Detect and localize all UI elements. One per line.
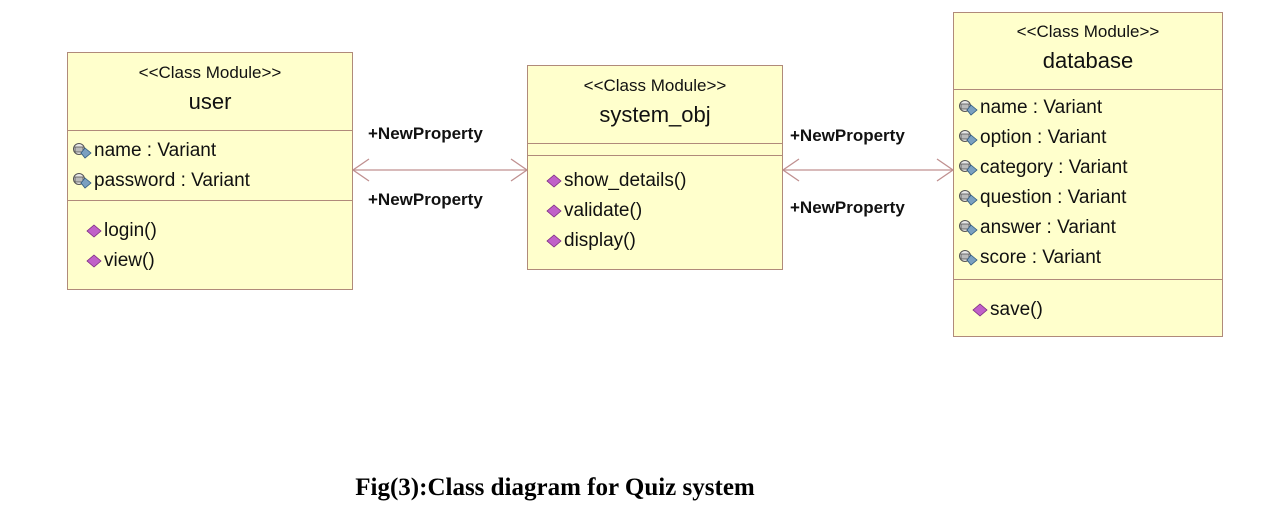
attribute-text: option : Variant (980, 127, 1107, 148)
attribute-row: score : Variant (957, 243, 1222, 273)
attribute-text: name : Variant (980, 97, 1103, 118)
attribute-row: name : Variant (957, 93, 1222, 123)
attribute-row: name : Variant (71, 136, 352, 166)
method-icon (86, 224, 102, 238)
association-label-user-system-top: +NewProperty (368, 124, 483, 143)
class-database[interactable]: <<Class Module>> database name : Variant… (953, 12, 1223, 337)
class-system-obj-header: <<Class Module>> system_obj (528, 66, 782, 144)
method-row: display() (546, 226, 782, 256)
attribute-text: question : Variant (980, 187, 1127, 208)
method-icon (546, 234, 562, 248)
method-icon (546, 174, 562, 188)
method-text: save() (990, 299, 1043, 320)
method-row: show_details() (546, 166, 782, 196)
attributes-section (528, 144, 782, 156)
attribute-text: answer : Variant (980, 217, 1116, 238)
method-text: validate() (564, 200, 643, 221)
method-icon (546, 204, 562, 218)
attribute-icon (959, 100, 978, 116)
class-database-header: <<Class Module>> database (954, 13, 1222, 90)
attribute-icon (73, 143, 92, 159)
arrowhead-left-user-system (351, 158, 370, 182)
method-text: view() (104, 250, 155, 271)
attribute-text: password : Variant (94, 170, 250, 191)
attribute-row: password : Variant (71, 166, 352, 196)
method-text: display() (564, 230, 636, 251)
class-user-header: <<Class Module>> user (68, 53, 352, 131)
attribute-row: category : Variant (957, 153, 1222, 183)
method-icon (86, 254, 102, 268)
attribute-icon (959, 220, 978, 236)
attribute-icon (959, 130, 978, 146)
class-name: system_obj (599, 102, 711, 127)
class-user[interactable]: <<Class Module>> user name : Variant pas… (67, 52, 353, 290)
attributes-section: name : Variant option : Variant category… (954, 90, 1222, 280)
attribute-text: score : Variant (980, 247, 1102, 268)
association-label-system-database-bottom: +NewProperty (790, 198, 905, 217)
arrowhead-left-system-database (781, 158, 800, 182)
method-text: login() (104, 220, 157, 241)
method-icon (972, 303, 988, 317)
method-row: view() (86, 246, 352, 276)
method-row: save() (972, 295, 1222, 325)
attribute-text: name : Variant (94, 140, 217, 161)
method-row: login() (86, 216, 352, 246)
attribute-icon (959, 190, 978, 206)
stereotype-label: <<Class Module>> (138, 63, 282, 82)
attribute-row: question : Variant (957, 183, 1222, 213)
attribute-icon (73, 173, 92, 189)
class-name: database (1042, 48, 1134, 73)
attributes-section: name : Variant password : Variant (68, 131, 352, 201)
class-name: user (188, 89, 232, 114)
method-row: validate() (546, 196, 782, 226)
methods-section: save() (954, 280, 1222, 325)
attribute-icon (959, 160, 978, 176)
stereotype-label: <<Class Module>> (1016, 22, 1160, 41)
methods-section: login() view() (68, 201, 352, 276)
association-label-user-system-bottom: +NewProperty (368, 190, 483, 209)
association-label-system-database-top: +NewProperty (790, 126, 905, 145)
attribute-icon (959, 250, 978, 266)
method-text: show_details() (564, 170, 687, 191)
attribute-row: option : Variant (957, 123, 1222, 153)
figure-caption: Fig(3):Class diagram for Quiz system (355, 474, 755, 501)
class-system-obj[interactable]: <<Class Module>> system_obj show_details… (527, 65, 783, 270)
attribute-row: answer : Variant (957, 213, 1222, 243)
methods-section: show_details() validate() display() (528, 156, 782, 256)
stereotype-label: <<Class Module>> (583, 76, 727, 95)
attribute-text: category : Variant (980, 157, 1128, 178)
